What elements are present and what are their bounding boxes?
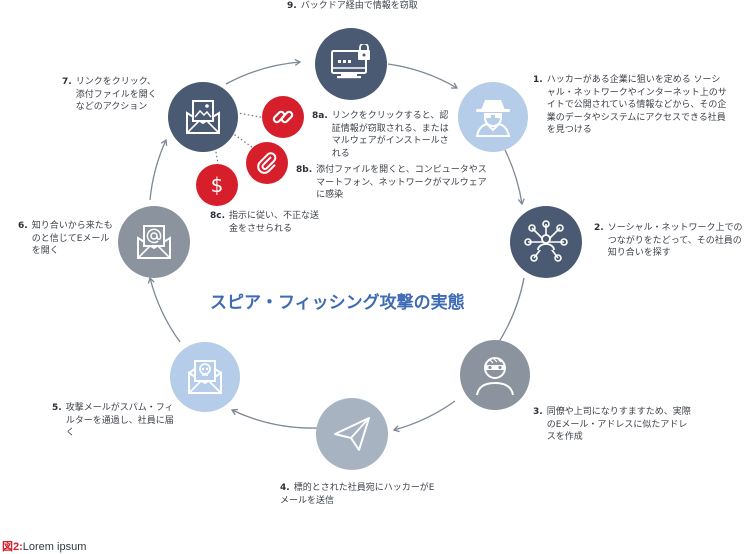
step-9-label: 9.バックドア経由で情報を窃取 [287,1,418,11]
locked-monitor-icon [331,44,370,79]
svg-text:$: $ [211,173,224,197]
masked-person-icon [476,357,514,396]
arrow-2-to-3 [496,277,525,346]
diagram-title: スピア・フィッシング攻撃の実態 [210,293,465,313]
link-icon [272,110,294,124]
step-7-label: 7.リンクをクリック、添付ファイルを開くなどのアクション [62,77,157,112]
node-9-backdoor [315,28,387,100]
image-mail-icon [186,100,220,134]
node-1-hacker [458,82,528,152]
step-5-label: 5.攻撃メールがスパム・フィルターを通過し、社員に届く [52,403,174,438]
dollar-icon: $ [211,173,224,197]
node-5-spam-pass [170,342,240,412]
step-8c-label: 8c.指示に従い、不正な送金をさせられる [210,211,320,234]
node-4-send [316,398,388,470]
hacker-icon [475,100,511,137]
arrow-3-to-4 [392,400,456,433]
arrow-7-to-9 [225,58,302,85]
arrow-6-to-7 [149,138,168,201]
link-badge-8a [262,96,304,138]
node-7-action [168,82,238,152]
step-4-label: 4.標的とされた社員宛にハッカーがEメールを送信 [280,483,435,506]
node-3-impersonator [460,340,530,410]
arrow-1-to-2 [504,149,525,206]
paperclip-icon [257,152,277,174]
attachment-badge-8b [246,142,288,184]
node-6-open-mail [118,206,190,278]
skull-mail-icon [188,360,222,394]
step-8b-label: 8b.添付ファイルを開くと、コンピュータやスマートフォン、ネットワークがマルウェ… [296,165,487,200]
arrow-5-to-6 [147,276,181,343]
figure-caption: 図2:Lorem ipsum [2,538,86,554]
dotted-connector-8a [231,111,267,119]
step-6-label: 6.知り合いから来たものと信じてEメールを開く [18,221,113,256]
dotted-connector-8b [227,129,257,151]
step-2-label: 2.ソーシャル・ネットワーク上でのつながりをたどって、その社員の知り合いを探す [594,223,743,258]
arrow-9-to-1 [387,63,459,89]
step-3-label: 3.同僚や上司になりすますため、実際のEメール・アドレスに似たアドレスを作成 [533,407,691,442]
figure-caption-text: Lorem ipsum [22,541,87,553]
figure-number: 図2: [2,541,23,553]
at-mail-icon [137,225,171,259]
step-1-label: 1.ハッカーがある企業に狙いを定める ソーシャル・ネットワークやインターネット上… [533,75,727,135]
network-icon [524,220,568,262]
step-8a-label: 8a.リンクをクリックすると、認証情報が窃取される、またはマルウェアがインストー… [312,111,449,159]
node-2-network [510,206,582,278]
arrow-4-to-5 [230,408,319,429]
transfer-badge-8c: $ [196,164,238,206]
paper-plane-icon [334,417,370,451]
